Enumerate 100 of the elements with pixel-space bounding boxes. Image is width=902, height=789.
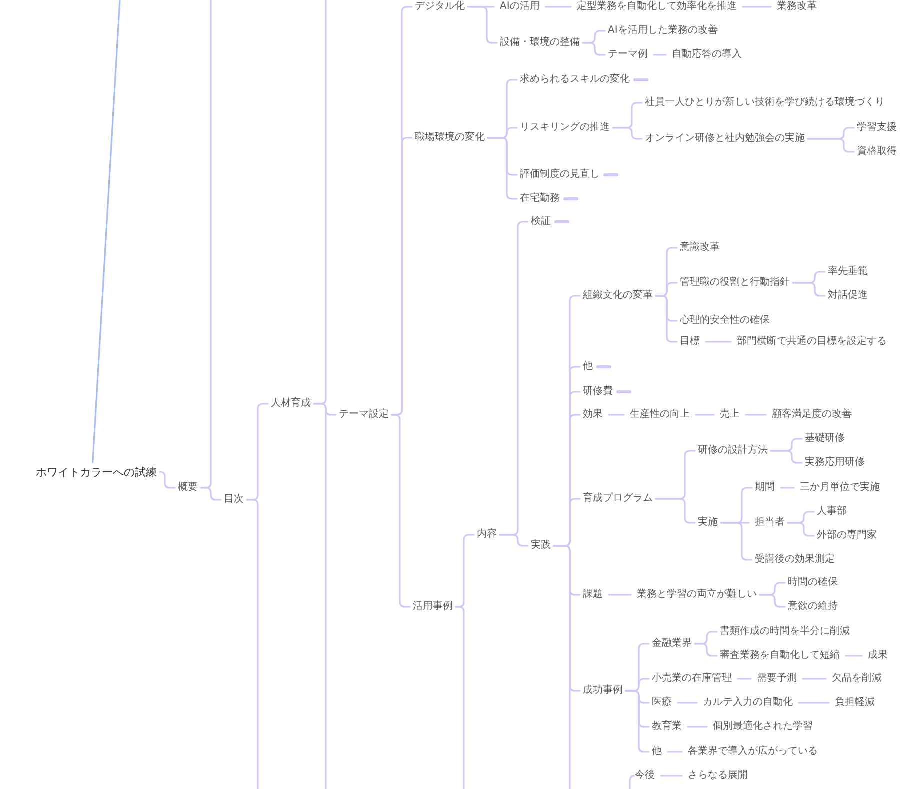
topic-label: 他 [652,745,662,759]
topic-label: テーマ例 [608,48,648,62]
branch-line [845,655,863,657]
topic-label: 需要予測 [757,672,797,686]
topic-label: 外部の専門家 [817,529,877,543]
branch-line [745,414,767,416]
topic-label: 意識改革 [680,241,720,255]
branch-line [625,690,650,753]
topic-label: 研修費 [583,385,613,399]
topic-label: 職場環境の変化 [415,131,485,145]
topic-label: 人材育成 [271,397,311,411]
topic-label: 概要 [178,481,198,495]
topic-label: 審査業務を自動化して短縮 [720,649,840,663]
topic-label: 社員一人ひとりが新しい技術を学び続ける環境づくり [645,96,885,110]
topic-label: 教育業 [652,720,682,734]
topic-label: 資格取得 [857,145,897,159]
branch-line [553,545,581,692]
topic-label: 他 [583,360,593,374]
topic-label: 定型業務を自動化して効率化を推進 [577,0,737,14]
branch-stub [596,366,612,368]
branch-line [687,726,708,728]
branch-line [792,282,826,297]
topic-label: 研修の設計方法 [698,444,768,458]
branch-line [200,487,222,501]
branch-line [798,702,830,704]
branch-line [653,54,667,56]
branch-stub [604,174,618,176]
topic-label: 評価制度の見直し [520,168,600,182]
topic-label: 実践 [531,539,551,553]
branch-line [246,499,259,789]
branch-stub [564,198,578,200]
branch-stub [616,390,632,394]
connector-line [92,0,121,464]
topic-label: 医療 [652,696,672,710]
topic-label: AIの活用 [500,0,540,14]
topic-label: 意欲の維持 [788,600,838,614]
topic-label: 目次 [224,493,244,507]
topic-label: 三か月単位で実施 [800,481,880,495]
topic-label: 学習支援 [857,121,897,135]
topic-label: 今後 [635,769,655,783]
topic-label: 成果 [868,649,888,663]
branch-line [582,42,606,56]
topic-label: 成功事例 [583,684,623,698]
branch-line [629,775,636,789]
branch-line [499,534,529,547]
topic-label: 効果 [583,408,603,422]
branch-line [695,414,715,416]
topic-label: 生産性の向上 [630,408,690,422]
topic-label: 人事部 [817,505,847,519]
topic-label: 活用事例 [413,600,453,614]
branch-line [545,6,572,8]
topic-label: 各業界で導入が広がっている [688,745,818,759]
topic-label: AIを活用した業務の改善 [608,24,718,38]
branch-line [802,678,827,680]
branch-line [667,751,683,753]
branch-line [660,775,683,777]
branch-line [705,341,732,343]
topic-label: 在宅勤務 [520,192,560,206]
branch-stub [634,78,648,82]
topic-label: 率先垂範 [828,265,868,279]
branch-line [770,450,803,464]
topic-label: 負担軽減 [835,696,875,710]
topic-label: 組織文化の変革 [583,289,653,303]
topic-label: 売上 [720,408,740,422]
topic-label: 心理的安全性の確保 [680,314,770,328]
branch-line [787,522,815,537]
topic-label: 顧客満足度の改善 [772,408,852,422]
topic-label: 書類作成の時間を半分に削減 [720,625,850,639]
branch-line [807,138,855,153]
topic-label: オンライン研修と社内勉強会の実施 [645,132,805,146]
topic-label: さらなる展開 [688,769,748,783]
topic-label: 担当者 [755,516,785,530]
branch-line [780,487,795,489]
topic-label: 業務改革 [777,0,817,14]
topic-label: 目標 [680,335,700,349]
topic-label: 金融業界 [652,637,692,651]
topic-label: 検証 [531,215,551,229]
branch-line [759,594,786,608]
topic-label: テーマ設定 [339,408,389,422]
branch-line [612,127,643,140]
topic-label: 管理職の役割と行動指針 [680,276,790,290]
topic-label: 受講後の効果測定 [755,553,835,567]
branch-line [677,702,698,704]
topic-label: 欠品を削減 [832,672,882,686]
branch-line [608,414,625,416]
topic-label: 対話促進 [828,289,868,303]
topic-label: 小売業の在庫管理 [652,672,732,686]
topic-label: 実務応用研修 [805,456,865,470]
topic-label: 基礎研修 [805,432,845,446]
topic-label: カルテ入力の自動化 [703,696,793,710]
topic-label: 育成プログラム [583,492,653,506]
topic-label: 時間の確保 [788,576,838,590]
topic-label: 実施 [698,516,718,530]
topic-label: デジタル化 [415,0,465,14]
topic-label: 求められるスキルの変化 [520,73,630,87]
topic-label: 自動応答の導入 [672,48,742,62]
topic-label: 個別最適化された学習 [713,720,813,734]
branch-line [159,471,176,489]
branch-stub [554,220,570,224]
branch-line [608,594,632,596]
